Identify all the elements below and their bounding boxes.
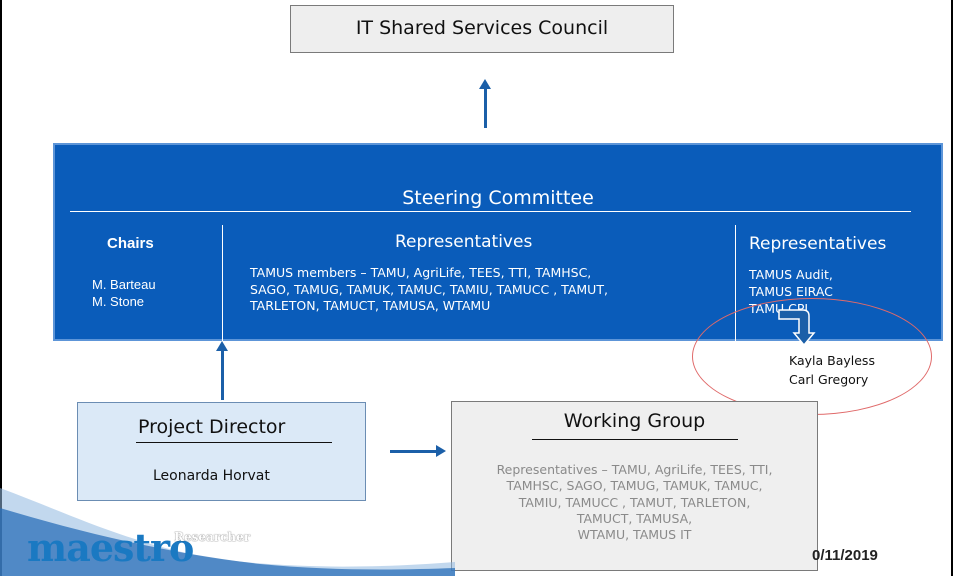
project-director-box: Project Director Leonarda Horvat [77, 402, 366, 501]
members-line: TARLETON, TAMUCT, TAMUSA, WTAMU [250, 298, 491, 313]
other-line: TAMUS EIRAC [749, 284, 833, 299]
footer-wave [0, 488, 455, 576]
slide-date: 0/11/2019 [812, 547, 878, 564]
council-box: IT Shared Services Council [290, 5, 674, 53]
project-director-underline [136, 442, 332, 443]
logo-tagline: Researcher [174, 530, 251, 544]
chairs-heading: Chairs [107, 235, 154, 252]
wg-line: TAMUCT, TAMUSA, [576, 510, 693, 526]
working-group-title: Working Group [563, 410, 706, 432]
project-director-name: Leonarda Horvat [153, 468, 270, 484]
arrow-steering-to-council [479, 79, 491, 128]
other-line: TAMUS Audit, [749, 267, 833, 282]
representatives-members-text: TAMUS members – TAMU, AgriLife, TEES, TT… [250, 265, 730, 315]
column-divider-1 [222, 225, 223, 341]
project-director-title: Project Director [138, 416, 286, 438]
working-group-text: Representatives – TAMU, AgriLife, TEES, … [452, 462, 817, 543]
chair-name: M. Stone [92, 294, 145, 309]
council-title: IT Shared Services Council [355, 17, 609, 39]
column-divider-2 [735, 225, 736, 341]
members-line: SAGO, TAMUG, TAMUK, TAMUC, TAMIU, TAMUCC… [250, 281, 608, 297]
slide-frame-left [0, 0, 2, 576]
representatives-heading-other: Representatives [749, 234, 887, 254]
arrow-director-to-steering [216, 341, 228, 400]
cpi-name: Kayla Bayless [789, 353, 875, 368]
chairs-names: M. Barteau M. Stone [92, 276, 156, 310]
cpi-names: Kayla Bayless Carl Gregory [789, 351, 875, 389]
wg-line: Representatives – TAMU, AgriLife, TEES, … [496, 462, 773, 477]
wg-line: TAMHSC, SAGO, TAMUG, TAMUK, TAMUC, [506, 478, 763, 494]
slide-frame-right [951, 0, 953, 576]
wg-line: WTAMU, TAMUS IT [577, 527, 692, 543]
working-group-underline [532, 439, 738, 440]
working-group-box: Working Group Representatives – TAMU, Ag… [451, 401, 818, 571]
wg-line: TAMIU, TAMUCC , TAMUT, TARLETON, [518, 494, 751, 510]
steering-divider [70, 211, 911, 212]
arrow-director-to-working-group [390, 445, 446, 457]
representatives-heading: Representatives [395, 232, 533, 252]
cpi-name: Carl Gregory [789, 372, 869, 387]
steering-committee-box: Steering Committee Chairs M. Barteau M. … [53, 143, 943, 341]
steering-title: Steering Committee [402, 187, 594, 209]
chair-name: M. Barteau [92, 277, 156, 292]
members-line: TAMUS members – TAMU, AgriLife, TEES, TT… [250, 265, 592, 280]
maestro-logo: maestro [27, 525, 194, 570]
